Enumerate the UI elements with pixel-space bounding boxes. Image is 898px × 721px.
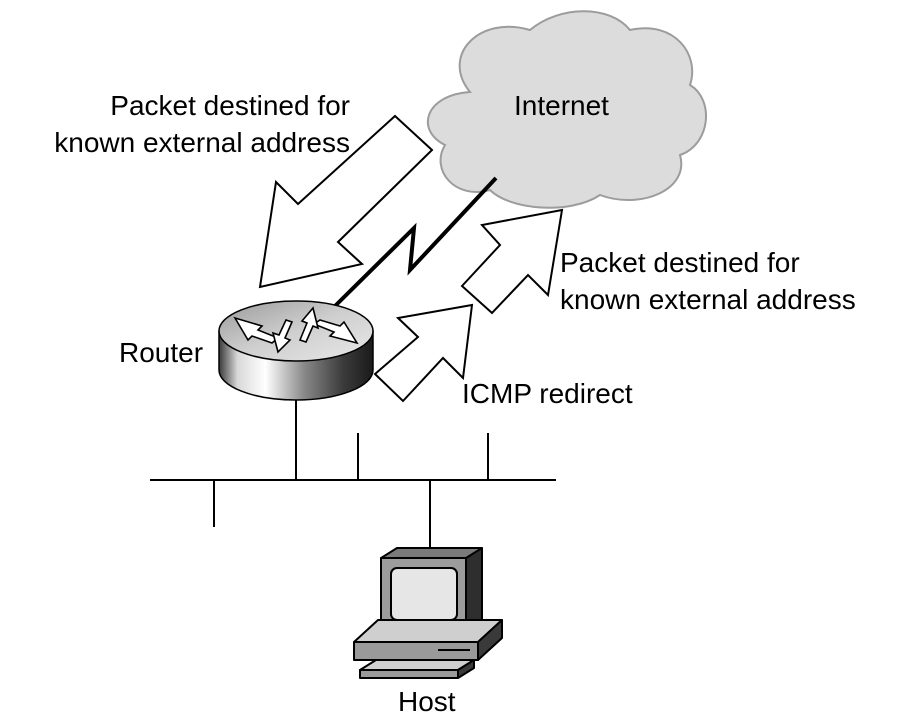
- computer-icon: [353, 547, 503, 679]
- packet-outbound-arrow: [460, 208, 564, 315]
- host-label: Host: [398, 686, 456, 717]
- icmp-redirect-label: ICMP redirect: [462, 378, 633, 409]
- icmp-redirect-arrow: [373, 303, 474, 403]
- internet-label: Internet: [514, 90, 609, 121]
- packet-outbound-label: Packet destined for known external addre…: [560, 247, 856, 315]
- packet-inbound-label: Packet destined for known external addre…: [54, 90, 350, 158]
- packet-inbound-arrow: [258, 114, 434, 289]
- lan-bus: [150, 400, 556, 548]
- serial-link-line: [331, 176, 498, 310]
- router-icon: [218, 300, 374, 401]
- router-label: Router: [119, 337, 204, 368]
- cloud-icon: [426, 10, 707, 209]
